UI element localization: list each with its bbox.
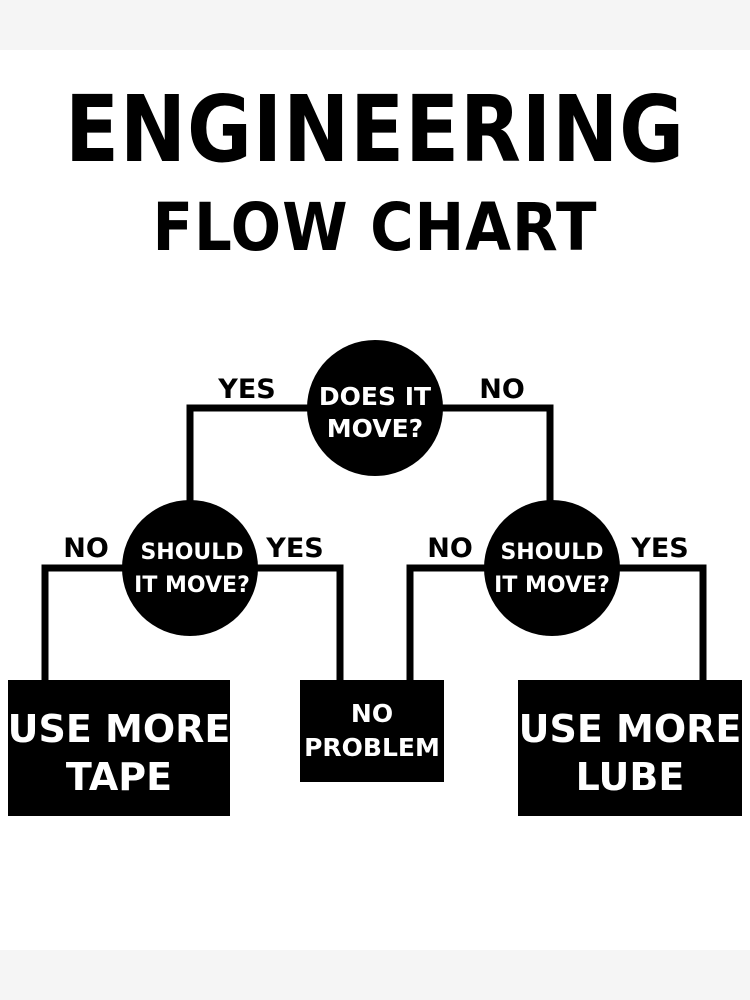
edge-label-right-no: NO: [427, 533, 473, 564]
right-decision-label-line1: SHOULD: [500, 540, 603, 565]
root-label-line1: DOES IT: [319, 382, 431, 411]
page-title: ENGINEERING: [65, 76, 685, 183]
connector-root-no: [434, 404, 554, 509]
outcome-use-more-lube: [518, 680, 742, 816]
left-decision-label-line2: IT MOVE?: [134, 573, 250, 598]
right-decision-label-line2: IT MOVE?: [494, 573, 610, 598]
connectors: [41, 404, 707, 689]
outcome-use-more-tape: [8, 680, 230, 816]
no-problem-label-line2: PROBLEM: [304, 733, 440, 762]
edge-label-root-no: NO: [479, 374, 525, 405]
tape-label-line1: USE MORE: [8, 707, 231, 751]
decision-should-it-move-right: [484, 500, 620, 636]
tape-label-line2: TAPE: [66, 755, 172, 799]
edge-label-left-yes: YES: [265, 533, 323, 564]
page-subtitle: FLOW CHART: [152, 189, 598, 266]
connector-left-yes: [251, 564, 344, 689]
connector-left-no: [41, 564, 129, 689]
connector-root-yes: [186, 404, 319, 509]
no-problem-label-line1: NO: [351, 699, 393, 728]
connector-right-yes: [611, 564, 707, 689]
outcome-no-problem: [300, 680, 444, 782]
lube-label-line1: USE MORE: [519, 707, 742, 751]
root-label-line2: MOVE?: [327, 414, 423, 443]
connector-right-no: [406, 564, 494, 689]
decision-should-it-move-left: [122, 500, 258, 636]
edge-label-right-yes: YES: [630, 533, 688, 564]
left-decision-label-line1: SHOULD: [140, 540, 243, 565]
edge-label-root-yes: YES: [217, 374, 275, 405]
decision-does-it-move: [307, 340, 443, 476]
edge-label-left-no: NO: [63, 533, 109, 564]
lube-label-line2: LUBE: [576, 755, 685, 799]
